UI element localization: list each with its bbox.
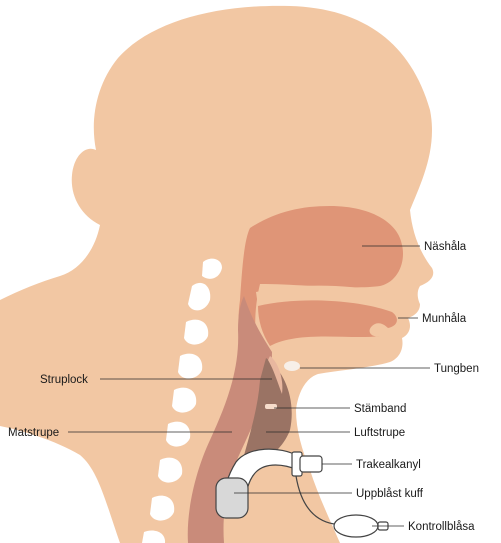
label-kontrollblasa: Kontrollblåsa — [408, 521, 475, 533]
label-stamband: Stämband — [354, 403, 406, 415]
label-munhala: Munhåla — [422, 313, 467, 325]
pilot-balloon — [334, 515, 378, 537]
label-matstrupe: Matstrupe — [8, 427, 59, 439]
tube-connector — [300, 456, 322, 472]
cuff — [216, 478, 248, 518]
hyoid-bone — [284, 361, 300, 371]
label-luftstrupe: Luftstrupe — [354, 427, 405, 439]
label-uppblast-kuff: Uppblåst kuff — [356, 488, 424, 500]
label-trakealkanyl: Trakealkanyl — [356, 459, 421, 471]
label-tungben: Tungben — [434, 363, 479, 375]
label-struplock: Struplock — [40, 374, 88, 386]
label-nashala: Näshåla — [424, 241, 467, 253]
